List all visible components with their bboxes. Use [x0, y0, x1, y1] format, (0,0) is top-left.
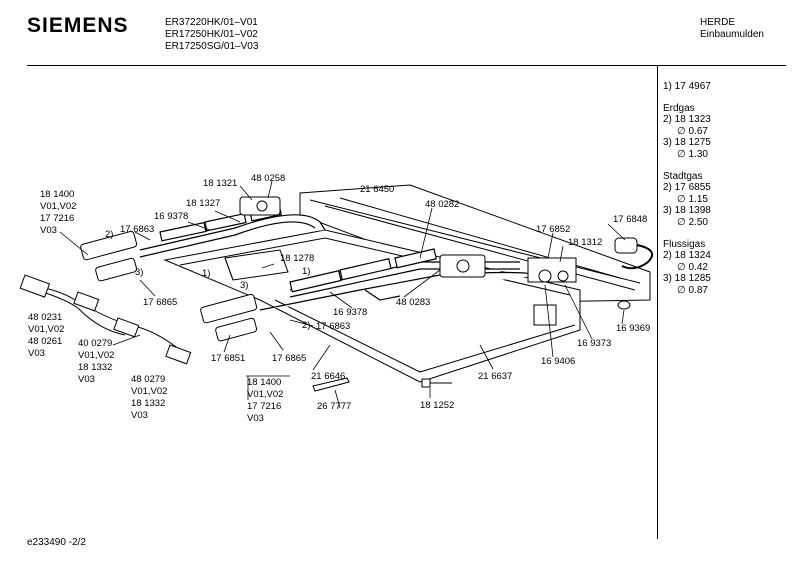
model-line: ER37220HK/01–V01 — [165, 17, 258, 28]
part-label: 17 6865 — [143, 297, 177, 308]
gas-tap-left — [80, 230, 138, 282]
note-marker: 1) — [302, 266, 310, 277]
note-marker: 2) — [302, 320, 310, 331]
note-marker: 3) — [240, 280, 248, 291]
nozzle-legend: 1) 17 4967 Erdgas 2) 18 1323 ∅ 0.67 3) 1… — [663, 81, 711, 307]
part-label: 18 1400 — [247, 377, 281, 388]
injector-holder-upper — [239, 196, 281, 216]
note-marker: 1) — [202, 268, 210, 279]
part-label: V01,V02 — [247, 389, 283, 400]
part-label: 48 0261 — [28, 336, 62, 347]
part-label: 17 6863 — [120, 224, 154, 235]
legend-title: Erdgas — [663, 102, 695, 114]
leader-lines — [59, 180, 626, 409]
legend-line: ∅ 1.15 — [677, 193, 708, 205]
part-label: 18 1312 — [568, 237, 602, 248]
model-line: ER17250SG/01–V03 — [165, 41, 259, 52]
part-label: 18 1400 — [40, 189, 74, 200]
sidebar-divider — [657, 65, 658, 539]
part-label: 17 7216 — [40, 213, 74, 224]
gas-pipes — [139, 205, 541, 311]
category-block: HERDE Einbaumulden — [700, 17, 764, 41]
category-line-2: Einbaumulden — [700, 29, 764, 40]
part-label: V01,V02 — [28, 324, 64, 335]
clip — [312, 377, 350, 392]
part-label: 16 9378 — [154, 211, 188, 222]
legend-line: ∅ 0.67 — [677, 125, 708, 137]
part-label: 48 0258 — [251, 173, 285, 184]
legend-line: 2) 18 1324 — [663, 250, 711, 262]
regulator — [527, 257, 577, 283]
document-id: e233490 -2/2 — [27, 537, 86, 548]
screw — [421, 378, 452, 388]
model-list: ER37220HK/01–V01 ER17250HK/01–V02 ER1725… — [165, 17, 258, 53]
legend-group-stadtgas: Stadtgas 2) 17 6855 ∅ 1.15 3) 18 1398 ∅ … — [663, 171, 711, 229]
part-label: V03 — [40, 225, 57, 236]
part-label: 21 6637 — [478, 371, 512, 382]
valve-block — [224, 249, 289, 281]
part-label: 16 9369 — [616, 323, 650, 334]
legend-line: ∅ 2.50 — [677, 216, 708, 228]
legend-line: ∅ 0.42 — [677, 261, 708, 273]
part-label: 17 6851 — [211, 353, 245, 364]
legend-group-flussigas: Flussigas 2) 18 1324 ∅ 0.42 3) 18 1285 ∅… — [663, 239, 711, 297]
part-label: 18 1327 — [186, 198, 220, 209]
legend-title: Flussigas — [663, 238, 706, 250]
legend-line: 2) 17 6855 — [663, 182, 711, 194]
part-label: 17 6848 — [613, 214, 647, 225]
part-label: V01,V02 — [131, 386, 167, 397]
gas-inlet-hose — [614, 237, 654, 270]
part-label: 48 0283 — [396, 297, 430, 308]
part-label: V01,V02 — [40, 201, 76, 212]
legend-line: 3) 18 1398 — [663, 205, 711, 217]
washer — [617, 300, 631, 310]
part-label: 18 1332 — [131, 398, 165, 409]
injector-holder-mid — [439, 254, 486, 278]
legend-line: 3) 18 1275 — [663, 137, 711, 149]
part-label: V01,V02 — [78, 350, 114, 361]
part-label: V03 — [247, 413, 264, 424]
siemens-logo: SIEMENS — [27, 14, 129, 37]
note-marker: 3) — [135, 267, 143, 278]
part-label: 21 6646 — [311, 371, 345, 382]
part-label: 18 1332 — [78, 362, 112, 373]
legend-group-erdgas: Erdgas 2) 18 1323 ∅ 0.67 3) 18 1275 ∅ 1.… — [663, 103, 711, 161]
note-marker: 2) — [105, 229, 113, 240]
part-label: 26 7777 — [317, 401, 351, 412]
category-line-1: HERDE — [700, 17, 736, 28]
legend-line: 3) 18 1285 — [663, 273, 711, 285]
part-label: 16 9373 — [577, 338, 611, 349]
part-label: 17 6863 — [316, 321, 350, 332]
part-label: V03 — [78, 374, 95, 385]
part-label: 17 6852 — [536, 224, 570, 235]
legend-line: ∅ 1.30 — [677, 148, 708, 160]
legend-title: Stadtgas — [663, 170, 703, 182]
part-label: 48 0282 — [425, 199, 459, 210]
part-label: 18 1252 — [420, 400, 454, 411]
part-label: 17 7216 — [247, 401, 281, 412]
model-line: ER17250HK/01–V02 — [165, 29, 258, 40]
part-label: 18 1321 — [203, 178, 237, 189]
part-label: 48 0279 — [131, 374, 165, 385]
legend-first: 1) 17 4967 — [663, 81, 711, 92]
part-label: 16 9406 — [541, 356, 575, 367]
part-label: 18 1278 — [280, 253, 314, 264]
part-label: 40 0279 — [78, 338, 112, 349]
part-label: V03 — [28, 348, 45, 359]
part-label: 48 0231 — [28, 312, 62, 323]
gas-tap-lower — [200, 293, 258, 342]
part-label: V03 — [131, 410, 148, 421]
part-labels: 18 1400 V01,V02 17 7216 V03 17 6863 16 9… — [28, 173, 650, 424]
part-label: 21 6450 — [360, 184, 394, 195]
part-label: 16 9378 — [333, 307, 367, 318]
header-divider — [27, 65, 786, 66]
legend-line: ∅ 0.87 — [677, 284, 708, 296]
part-label: 17 6865 — [272, 353, 306, 364]
ignition-cables — [19, 274, 192, 365]
legend-line: 2) 18 1323 — [663, 114, 711, 126]
